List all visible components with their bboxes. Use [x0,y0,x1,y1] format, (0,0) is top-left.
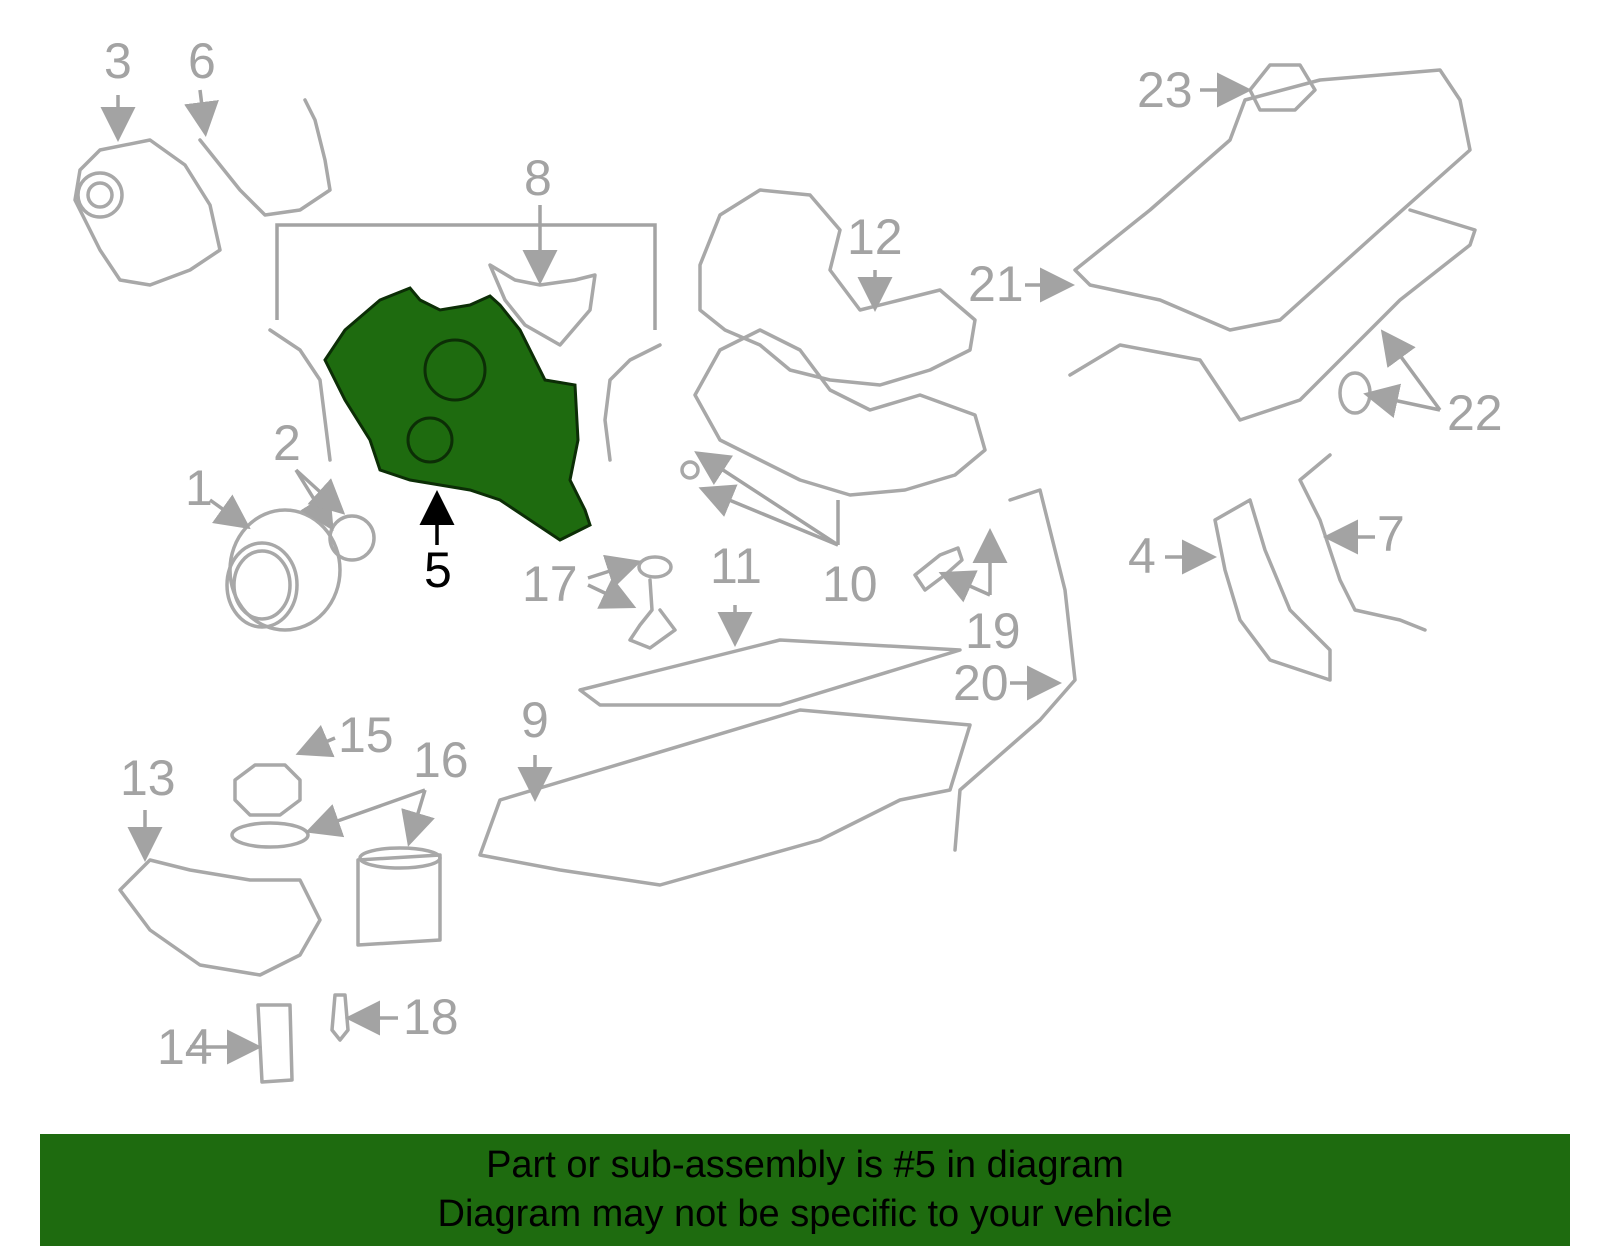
gasket-right [603,343,662,462]
callout-2: 2 [273,415,301,471]
gasket-left [268,328,332,462]
part-17-oil-level-sensor [628,555,677,650]
callout-20: 20 [953,655,1009,711]
callout-10: 10 [822,556,878,612]
callout-13: 13 [120,750,176,806]
callout-9: 9 [521,692,549,748]
banner-line-2: Diagram may not be specific to your vehi… [437,1193,1173,1235]
callout-23: 23 [1137,62,1193,118]
callout-19: 19 [965,603,1021,659]
part-22-seal [1338,371,1372,415]
callout-16: 16 [413,732,469,788]
callout-17: 17 [522,556,578,612]
callout-12: 12 [847,209,903,265]
callout-3: 3 [104,33,132,89]
part-6-gasket [198,98,332,217]
part-7-gasket [1298,453,1427,632]
part-16-oil-filter [356,846,442,947]
part-5-pump-housing [423,338,487,402]
part-10-upper-oil-pan [693,328,987,497]
callout-1: 1 [185,460,213,516]
callout-6: 6 [188,33,216,89]
part-20-dipstick-tube [953,488,1077,852]
part-10-plug [680,460,700,480]
callout-7: 7 [1377,506,1405,562]
part-2-hub [328,514,376,562]
part-9-lower-oil-pan [478,708,972,887]
callout-4: 4 [1128,528,1156,584]
part-23-oil-cap [1248,63,1317,112]
part-14-filter-element [256,1003,294,1084]
info-banner: Part or sub-assembly is #5 in diagram Di… [40,1134,1570,1246]
callout-18: 18 [403,989,459,1045]
callout-22: 22 [1447,385,1503,441]
callout-8: 8 [524,150,552,206]
part-4-cover [1213,498,1332,682]
part-22-valve-cover-gasket [1068,208,1477,422]
part-3-cover [73,138,222,287]
callout-labels: 1 2 3 4 5 6 7 8 9 10 11 12 13 14 15 16 1… [104,33,1503,1075]
part-15-filter-cap [230,763,310,849]
part-5-seal [406,416,454,464]
callout-5: 5 [424,542,452,598]
part-1-pulley [225,508,342,632]
callout-15: 15 [338,707,394,763]
callout-11: 11 [710,538,762,594]
leader-lines [100,72,1442,1065]
callout-14: 14 [157,1019,213,1075]
part-18-sensor [330,993,350,1042]
part-19-sensor [913,546,964,592]
part-13-filter-housing [118,858,322,977]
part-5-timing-cover [323,286,592,542]
part-12-oil-pan-gasket [698,188,977,387]
part-21-valve-cover [1073,68,1472,332]
callout-21: 21 [968,256,1024,312]
banner-line-1: Part or sub-assembly is #5 in diagram [486,1144,1124,1186]
part-11-gasket [578,638,962,707]
